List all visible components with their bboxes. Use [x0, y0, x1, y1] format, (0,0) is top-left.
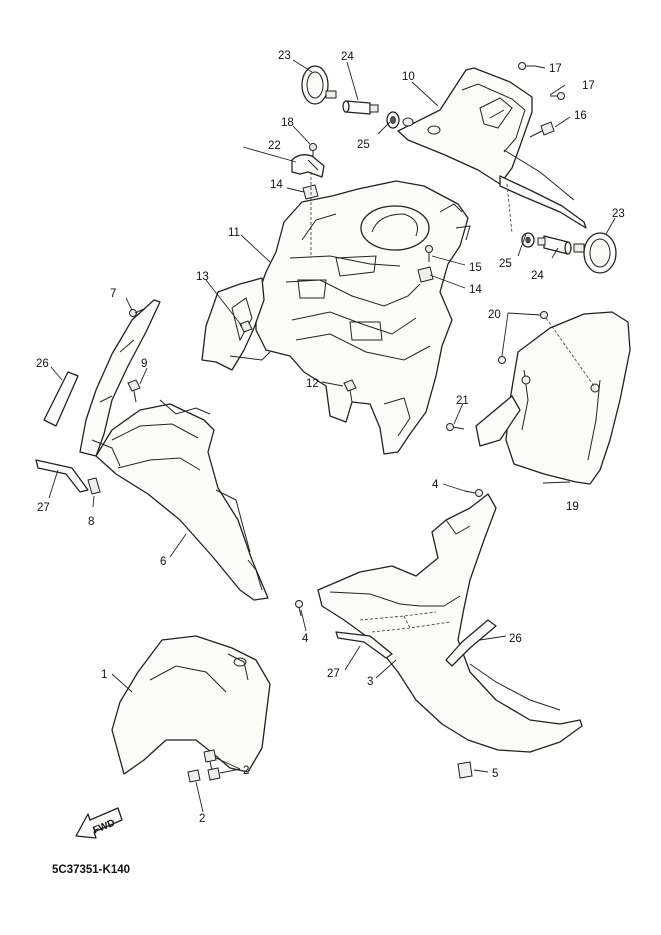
callout-17-b: 17 — [582, 80, 595, 92]
part-16-bolt — [529, 121, 555, 138]
part-4-screw-b — [295, 600, 303, 617]
leader-lines — [48, 59, 616, 813]
callout-24-top: 24 — [341, 51, 354, 63]
part-9-bolt — [127, 379, 141, 403]
callout-17-a: 17 — [549, 63, 562, 75]
callout-25-right: 25 — [499, 258, 512, 270]
part-27-strip-right — [335, 631, 393, 659]
callout-23-top: 23 — [278, 50, 291, 62]
callout-4-upper: 4 — [432, 479, 439, 491]
callout-18: 18 — [281, 117, 294, 129]
part-20-screw-a — [540, 311, 548, 319]
part-4-screw-a — [464, 489, 483, 497]
callout-15: 15 — [469, 262, 482, 274]
part-27-strip-left — [35, 459, 89, 493]
part-21-screw — [446, 423, 465, 431]
callout-7: 7 — [110, 288, 116, 300]
callout-6: 6 — [160, 556, 166, 568]
callout-24-right: 24 — [531, 270, 544, 282]
part-14-clip-upper — [302, 184, 319, 200]
callout-5: 5 — [492, 768, 498, 780]
diagram-code: 5C37351-K140 — [52, 864, 130, 876]
callout-4-lower: 4 — [302, 633, 309, 645]
callout-16: 16 — [574, 110, 587, 122]
part-14-clip-right — [417, 266, 434, 283]
callout-21: 21 — [456, 395, 469, 407]
callout-23-right: 23 — [612, 208, 625, 220]
callout-1: 1 — [101, 669, 107, 681]
callout-2-right: 2 — [243, 765, 249, 777]
callout-12: 12 — [306, 378, 319, 390]
callout-26-left: 26 — [36, 358, 49, 370]
callout-22: 22 — [268, 140, 281, 152]
callout-11: 11 — [228, 227, 240, 239]
callout-20: 20 — [488, 309, 501, 321]
part-23-cap-right — [573, 232, 617, 274]
part-3-panel-right — [317, 493, 583, 753]
part-2-screw-b — [207, 767, 221, 781]
callout-27-right: 27 — [327, 668, 340, 680]
callout-14-upper: 14 — [270, 179, 283, 191]
part-24-spacer-top — [342, 100, 379, 115]
part-26-strip-left — [43, 371, 79, 427]
callout-8: 8 — [88, 516, 94, 528]
guide-line-a — [506, 183, 513, 234]
part-15-screw — [425, 245, 433, 262]
callout-14-right: 14 — [469, 284, 482, 296]
callout-9: 9 — [141, 358, 147, 370]
part-10-side-cover — [397, 67, 587, 229]
part-18-screw — [309, 143, 317, 158]
callout-3: 3 — [367, 676, 373, 688]
callout-27-left: 27 — [37, 502, 50, 514]
callout-25-top: 25 — [357, 139, 370, 151]
callout-26-right: 26 — [509, 633, 522, 645]
part-24-spacer-right — [537, 235, 572, 255]
callout-13: 13 — [196, 271, 209, 283]
part-20-screw-b — [498, 356, 506, 364]
part-12-bolt — [343, 379, 357, 403]
part-5-nut — [457, 761, 473, 779]
fwd-arrow-icon: FWD — [75, 807, 123, 839]
part-8-clip — [87, 477, 101, 495]
part-1-front-fender — [111, 635, 271, 775]
part-22-bracket — [291, 154, 325, 178]
callout-labels: 23 24 10 17 17 16 25 18 22 14 11 15 14 1… — [36, 50, 625, 825]
part-6-panel-left — [79, 299, 269, 601]
part-19-rear-shield — [475, 311, 631, 485]
part-17-screw-b — [550, 92, 565, 100]
callout-19: 19 — [566, 501, 579, 513]
callout-10: 10 — [402, 71, 415, 83]
part-11-inner-panel — [201, 180, 471, 455]
part-2-screw-a — [203, 749, 217, 771]
part-23-cap-top — [301, 65, 337, 105]
callout-2-lower: 2 — [199, 813, 205, 825]
part-2-screw-c — [187, 769, 201, 783]
part-13-bolt — [239, 320, 253, 333]
part-26-strip-right — [445, 619, 497, 667]
part-25-washer-top — [386, 111, 400, 129]
part-17-screw-a — [518, 62, 546, 70]
